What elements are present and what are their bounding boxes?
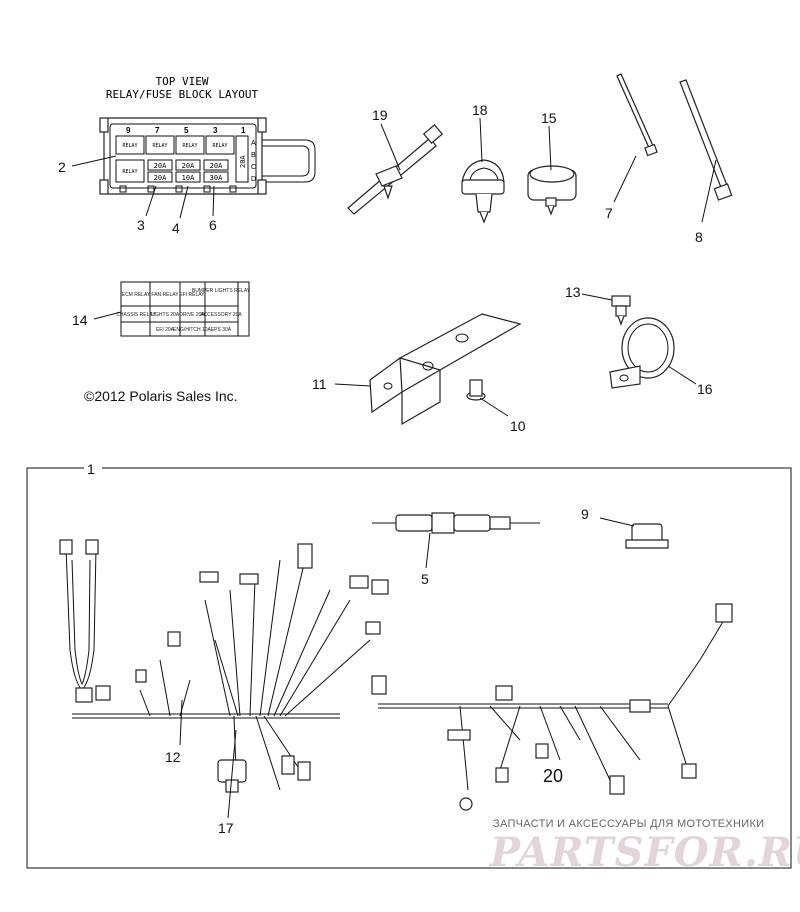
fuse-label: 20A [154,174,167,182]
callout-20: 20 [543,766,563,786]
fuse-label: 20A [154,162,167,170]
fuse-label: 30A [210,174,223,182]
callout-6: 6 [209,217,217,233]
watermark-logo: PARTSFOR.RU [490,829,800,876]
chart-cell: FAN RELAY [151,292,179,298]
callout-3: 3 [137,217,145,233]
chart-cell: CHASSIS RELAY [116,312,156,318]
slot-number: 7 [155,126,160,135]
relay-label: RELAY [122,143,137,149]
inline-connector [372,512,540,534]
callout-8: 8 [695,229,703,245]
push-rivet [466,379,486,401]
relay-label: RELAY [182,143,197,149]
fuse-label: 20A [210,162,223,170]
fuse-label: 10A [182,174,195,182]
mounting-bracket [369,313,522,426]
callout-1: 1 [87,461,95,477]
chart-cell: EFI RELAY [179,292,205,298]
slot-number: 1 [241,126,246,135]
relay-label: RELAY [212,143,227,149]
chart-cell: EPS 30A [211,327,232,333]
callout-9: 9 [581,506,589,522]
screw [611,295,631,326]
side-letter: B [251,152,256,159]
slot-number: 9 [126,126,131,135]
connector-clip [527,165,577,216]
chart-cell: ENG/HITCH 10A [173,327,211,333]
cable-tie-small [616,73,658,157]
side-letter: A [251,140,256,147]
callout-4: 4 [172,220,180,236]
chart-cell: ECM RELAY [122,292,151,298]
chart-cell: LIGHTS 20A [151,312,180,318]
callout-12: 12 [165,749,181,765]
slot-number: 3 [213,126,218,135]
callout-15: 15 [541,110,557,126]
side-letter: D [251,176,256,183]
slot-number: 5 [184,126,189,135]
wire-harness-right [378,603,733,811]
harness-component [625,523,669,549]
callout-14: 14 [72,312,88,328]
callout-19: 19 [372,107,388,123]
callout-2: 2 [58,159,66,175]
watermark-tagline: ЗАПЧАСТИ И АКСЕССУАРЫ ДЛЯ МОТОТЕХНИКИ [493,818,765,830]
fuse-label: 20A [239,155,247,168]
fuse-chart-label: ECM RELAY FAN RELAY EFI RELAY BUMPER LIG… [116,281,251,337]
p-clamp [609,317,675,389]
callout-17: 17 [218,820,234,836]
relay-fuse-block: TOP VIEW RELAY/FUSE BLOCK LAYOUT 9 7 5 3… [99,75,316,195]
side-letter: C [251,164,256,171]
chart-cell: ACCESSORY 20A [200,312,242,318]
chart-cell: BUMPER LIGHTS RELAY [192,288,251,294]
callout-16: 16 [697,381,713,397]
callout-13: 13 [565,284,581,300]
callout-11: 11 [312,376,327,392]
chart-cell: DRIVE 20A [179,312,205,318]
copyright-notice: ©2012 Polaris Sales Inc. [84,388,238,404]
block-title-2: RELAY/FUSE BLOCK LAYOUT [106,88,259,101]
callout-5: 5 [421,571,429,587]
callout-18: 18 [472,102,488,118]
block-title-1: TOP VIEW [156,75,209,88]
relay-label: RELAY [152,143,167,149]
callout-7: 7 [605,205,613,221]
chart-cell: EFI 20A [156,327,175,333]
harness-clip [461,159,505,224]
harness-frame [26,467,792,869]
callout-10: 10 [510,418,526,434]
fuse-label: 20A [182,162,195,170]
cable-tie-large [679,79,733,201]
cable-tie-push-mount [347,124,444,215]
relay-label: RELAY [122,169,137,175]
wire-harness-left [59,539,389,793]
